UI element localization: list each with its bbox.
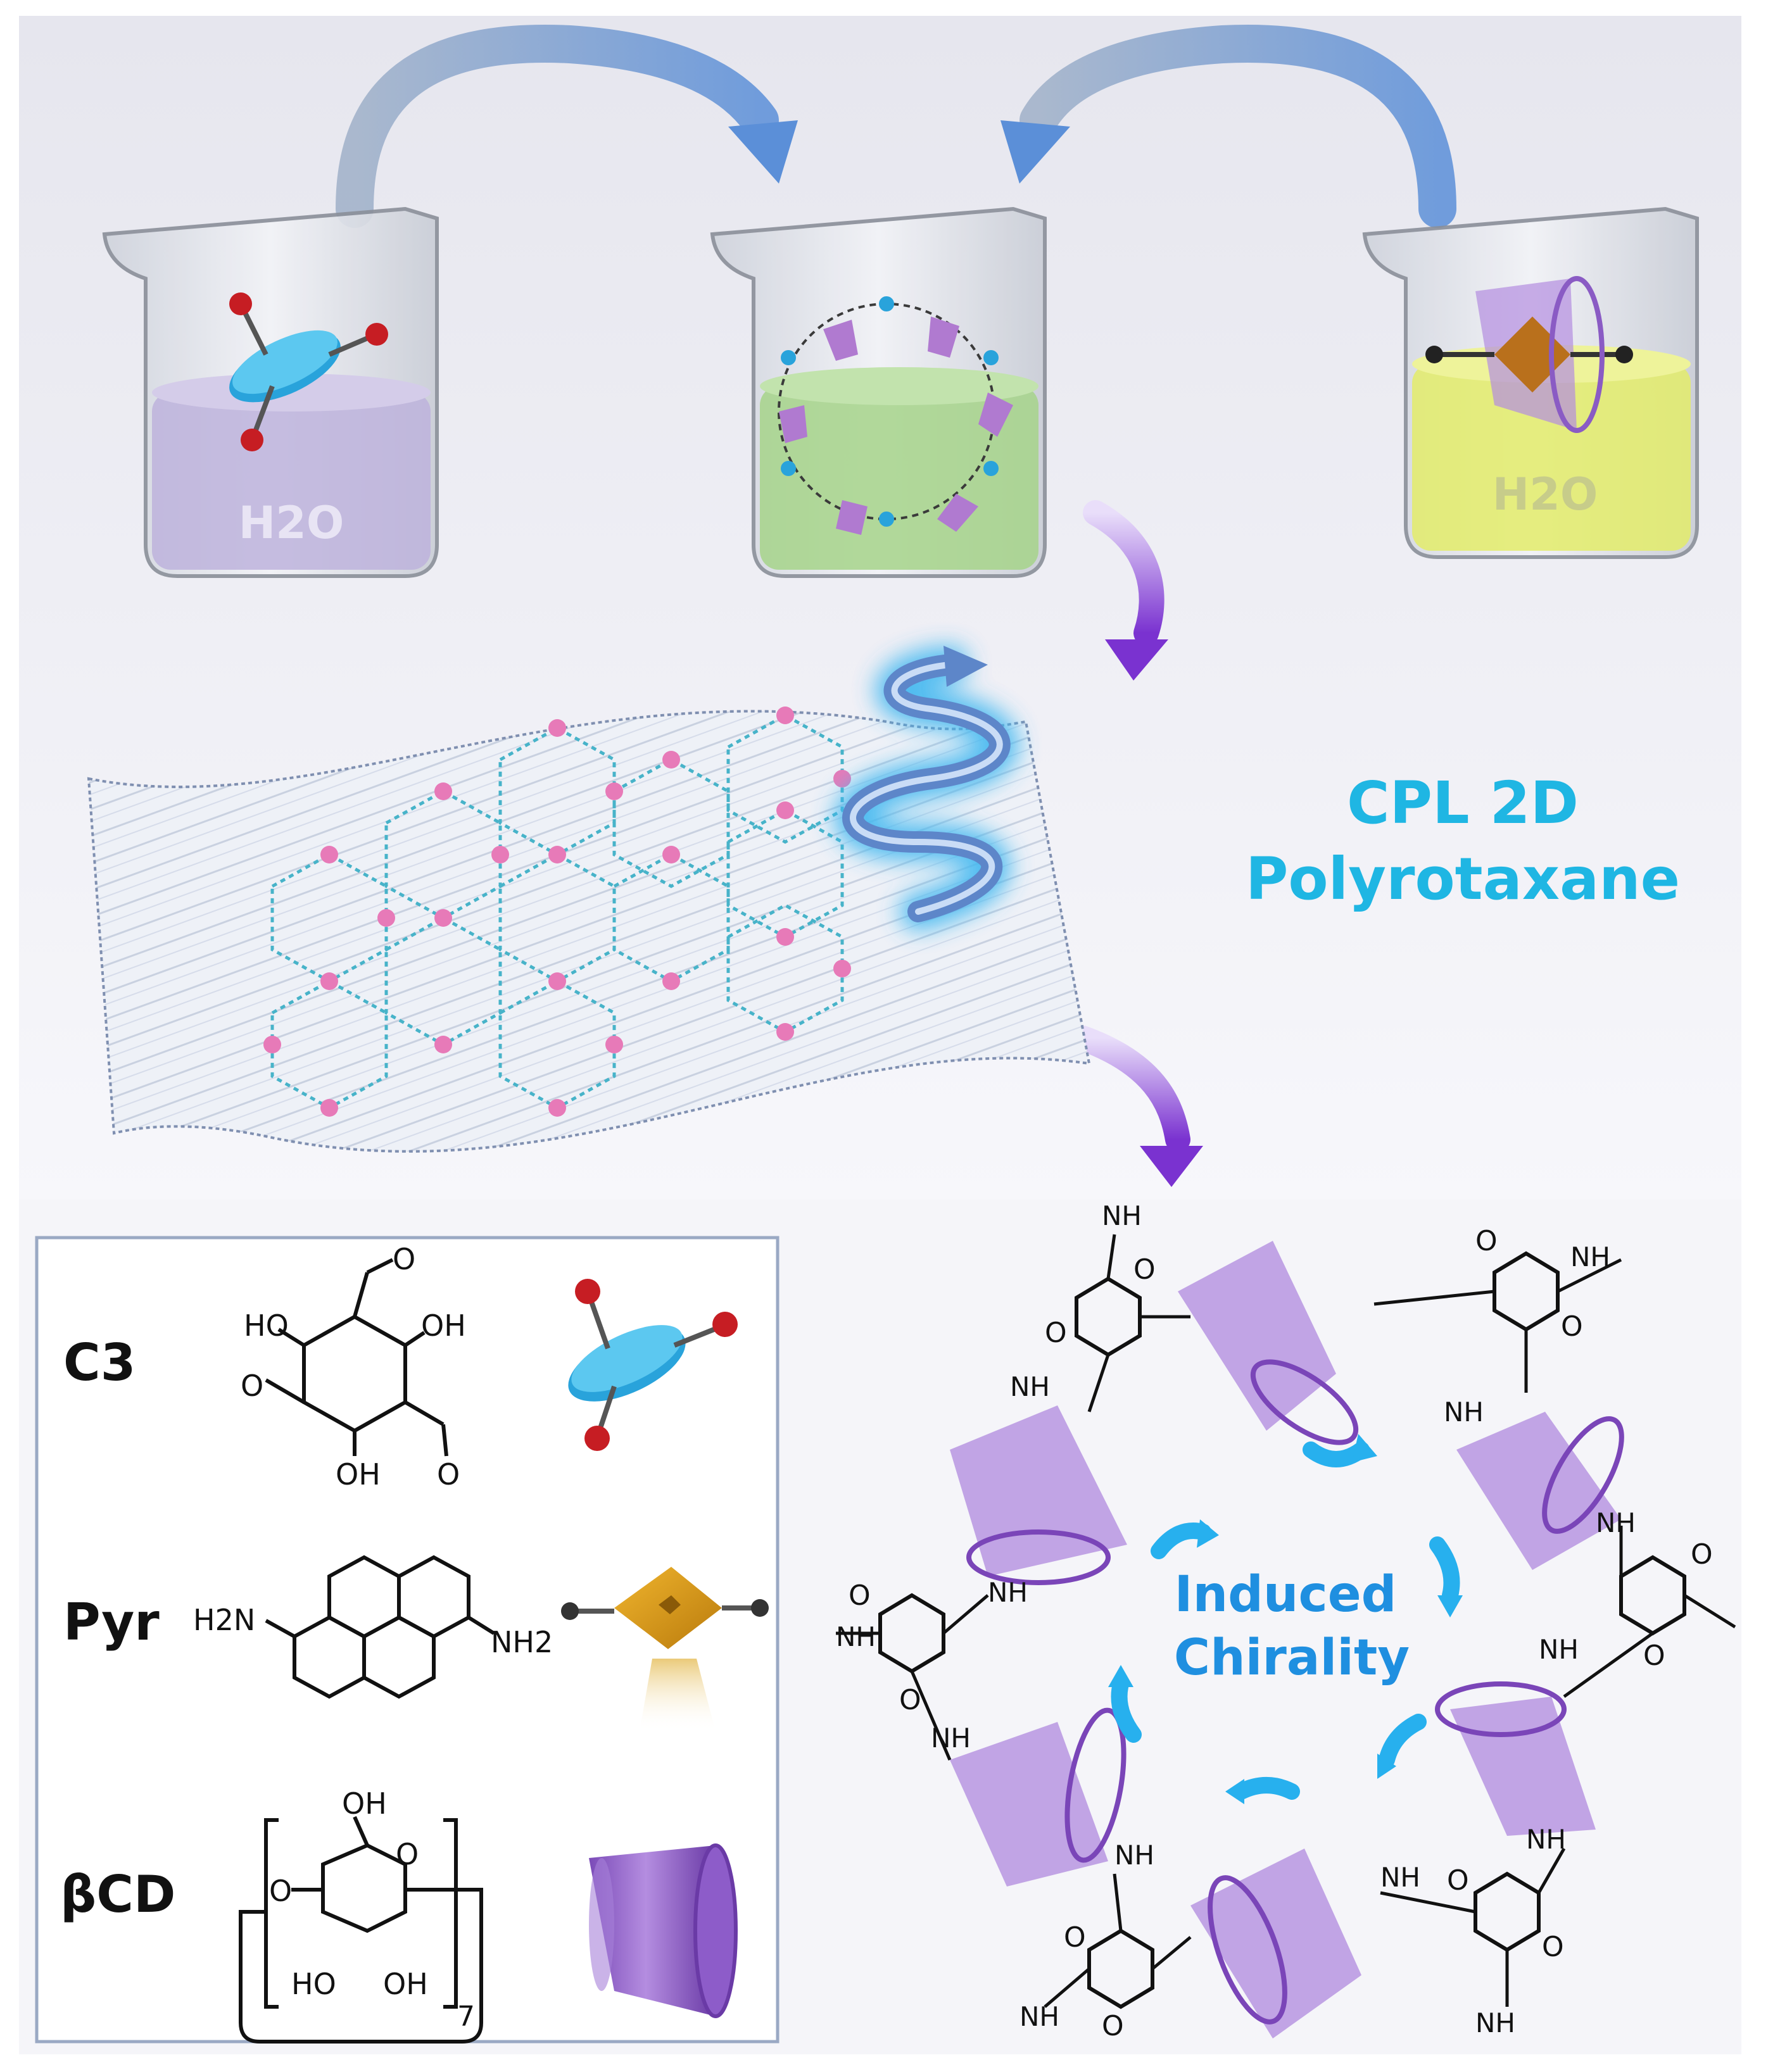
svg-text:NH: NH: [1526, 1824, 1566, 1855]
svg-text:O: O: [1475, 1225, 1498, 1257]
svg-text:O: O: [1542, 1931, 1564, 1963]
legend-c3-name: C3: [63, 1333, 136, 1392]
svg-text:NH: NH: [1380, 1862, 1420, 1893]
svg-text:NH: NH: [988, 1577, 1028, 1608]
cd-cone-top: [1178, 1241, 1359, 1445]
svg-text:O: O: [1691, 1538, 1713, 1571]
induced-chirality-line1: Induced: [1175, 1566, 1397, 1623]
macrocycle-detail: O O O O O O O O O O O O NH NH NH NH NH N…: [836, 1200, 1736, 2042]
svg-text:NH: NH: [1019, 2001, 1059, 2032]
pyrene-structure: [265, 1555, 495, 1699]
pyr-amine-right: NH2: [491, 1625, 553, 1659]
bcd-atom-oh-top: OH: [342, 1786, 387, 1821]
svg-text:NH: NH: [1596, 1507, 1636, 1538]
legend-pyrene-icon: [561, 1567, 769, 1731]
svg-text:NH: NH: [1475, 2007, 1515, 2038]
title-line1: CPL 2D: [1347, 769, 1579, 837]
c3-atom-o1: O: [393, 1242, 415, 1276]
macrocycle-icon: [778, 296, 1013, 535]
cd-cone-left-bottom: [950, 1707, 1127, 1887]
network-cyclodextrins: [263, 706, 851, 1117]
pyr-amine-left: H2N: [193, 1603, 255, 1637]
svg-text:O: O: [1102, 2010, 1124, 2042]
c3-atom-o2: O: [241, 1369, 263, 1403]
bcd-repeat-count: 7: [457, 2000, 475, 2033]
svg-text:O: O: [899, 1684, 921, 1716]
beaker-middle-liquid: [760, 386, 1038, 570]
ring-backbone: [836, 1234, 1736, 2008]
legend-c3-icon: [568, 1279, 738, 1451]
svg-text:NH: NH: [836, 1621, 876, 1652]
arrow-to-sheet: [1083, 500, 1168, 681]
cd-cone-right-bottom: [1435, 1681, 1596, 1836]
c3-atom-oh-bottom: OH: [336, 1457, 381, 1491]
c3-structure: [265, 1258, 448, 1457]
c3-atom-ho: HO: [244, 1309, 289, 1343]
title-line2: Polyrotaxane: [1246, 845, 1680, 913]
legend-cyclodextrin-icon: [589, 1843, 738, 2018]
cyclodextrin-cones: [950, 1241, 1624, 2038]
transfer-arrow-right: [1000, 25, 1456, 228]
cd-cone-bottom: [1190, 1849, 1361, 2038]
svg-text:NH: NH: [1539, 1634, 1579, 1665]
arrow-to-ring: [1070, 1026, 1203, 1187]
beaker-left: H2O: [102, 206, 439, 578]
svg-text:O: O: [849, 1579, 871, 1612]
c3-linker-icon: [229, 292, 388, 451]
c3-atom-o3: O: [437, 1457, 460, 1491]
bcd-atom-o-left: O: [269, 1874, 292, 1908]
svg-text:O: O: [1643, 1640, 1665, 1672]
svg-text:NH: NH: [1102, 1200, 1142, 1231]
svg-text:O: O: [1133, 1253, 1156, 1286]
cd-cone-right-top: [1456, 1412, 1624, 1570]
legend-box: C3 HO OH OH O O O Pyr: [35, 1236, 780, 2044]
cpl-helix-icon: [834, 646, 1019, 931]
beaker-right-label: H2O: [1493, 468, 1598, 520]
induced-chirality-line2: Chirality: [1174, 1629, 1410, 1686]
bcd-atom-o-ring: O: [396, 1837, 419, 1871]
bcd-structure: [239, 1816, 483, 2044]
beaker-middle: [710, 206, 1047, 578]
bcd-atom-ho: HO: [291, 1967, 336, 2001]
beaker-right-liquid: [1412, 364, 1691, 551]
svg-text:NH: NH: [1570, 1241, 1610, 1272]
cd-cone-left-top: [950, 1405, 1127, 1585]
legend-pyr-name: Pyr: [63, 1593, 160, 1652]
ring-nh-labels: NH NH NH NH NH NH NH NH NH NH NH NH NH N…: [836, 1200, 1636, 2038]
svg-text:O: O: [1045, 1317, 1067, 1349]
svg-text:NH: NH: [1010, 1371, 1050, 1402]
beaker-left-liquid: [152, 392, 431, 570]
ring-oxygen-labels: O O O O O O O O O O O O: [849, 1225, 1713, 2042]
c3-atom-oh-right: OH: [421, 1309, 466, 1343]
legend-bcd-name: βCD: [60, 1865, 175, 1924]
bcd-atom-oh-bottom: OH: [383, 1967, 428, 2001]
pyrene-in-cyclodextrin-icon: [1425, 276, 1633, 433]
svg-text:O: O: [1561, 1310, 1583, 1343]
svg-text:NH: NH: [1444, 1397, 1484, 1428]
svg-text:NH: NH: [1114, 1840, 1154, 1871]
svg-text:O: O: [1447, 1864, 1469, 1897]
svg-text:O: O: [1064, 1921, 1086, 1954]
beaker-right: H2O: [1362, 206, 1699, 559]
transfer-arrow-left: [336, 25, 798, 228]
svg-text:NH: NH: [931, 1723, 971, 1754]
chirality-arrowheads: [1108, 1434, 1463, 1804]
beaker-left-label: H2O: [239, 497, 344, 549]
